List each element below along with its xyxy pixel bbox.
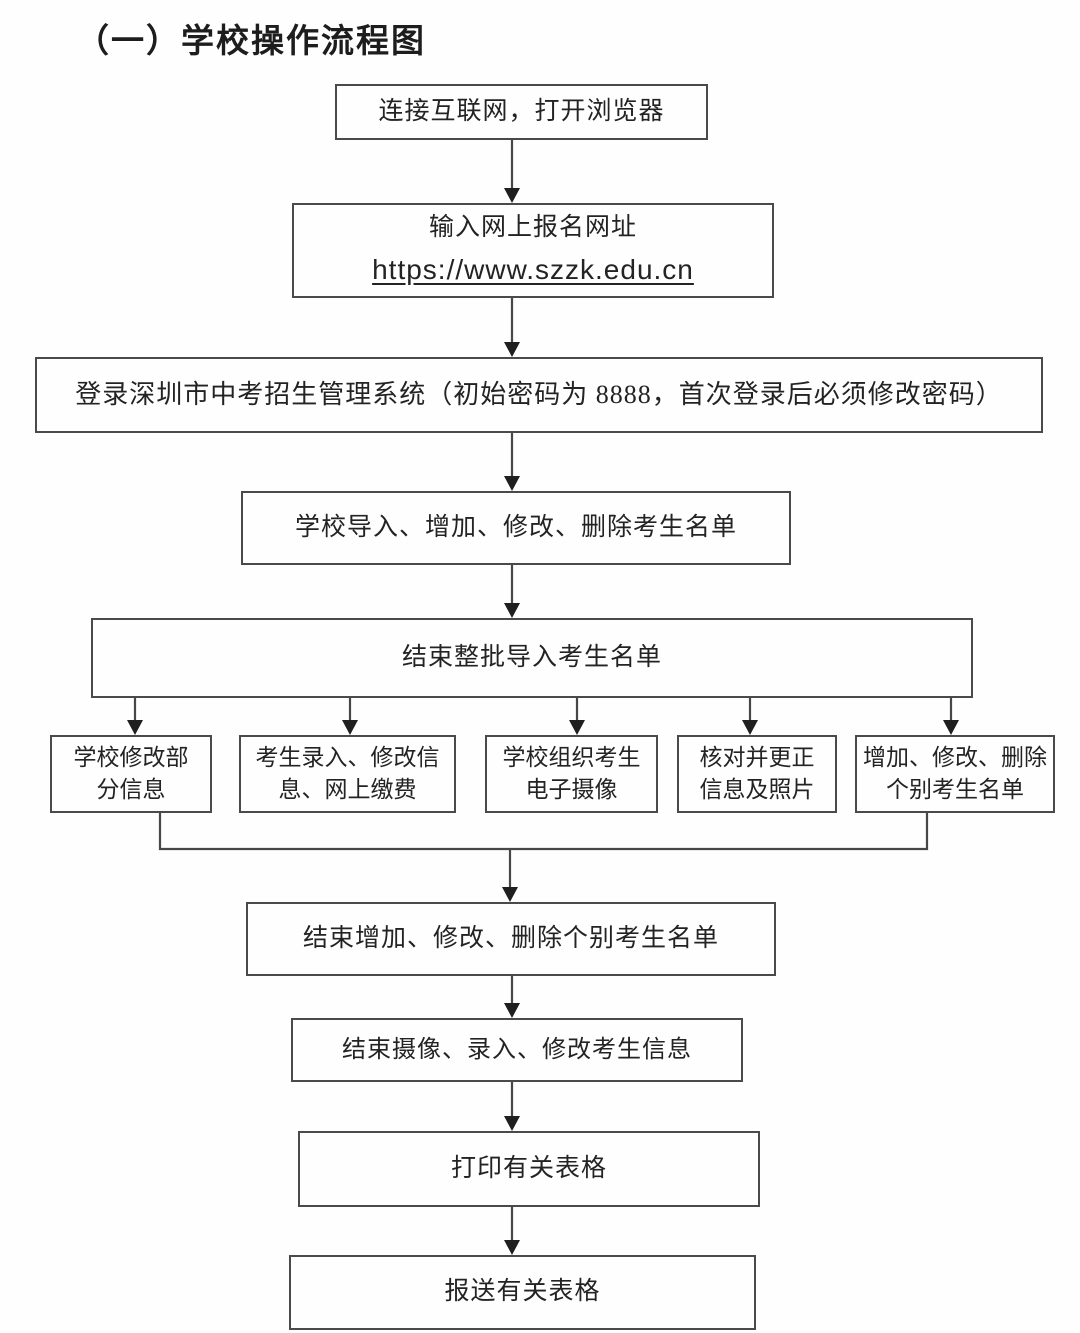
flow-arrow [569, 698, 585, 735]
flow-step-enter-registration-url: 输入网上报名网址 https://www.szzk.edu.cn [292, 203, 774, 298]
flow-step-label: 核对并更正 信息及照片 [699, 744, 815, 802]
flow-arrow [342, 698, 358, 735]
page-title: （一）学校操作流程图 [76, 24, 426, 60]
flow-arrow [504, 976, 520, 1018]
flow-step-label: 连接互联网，打开浏览器 [378, 97, 665, 125]
flow-arrow [504, 1082, 520, 1131]
flow-step-label: 结束整批导入考生名单 [401, 643, 662, 671]
branch-school-modify-partial-info: 学校修改部 分信息 [50, 735, 212, 813]
flow-step-submit-forms: 报送有关表格 [289, 1255, 756, 1330]
flow-arrow [504, 1207, 520, 1255]
branch-add-modify-delete-individual: 增加、修改、删除 个别考生名单 [855, 735, 1055, 813]
flow-step-finish-individual-list-changes: 结束增加、修改、删除个别考生名单 [246, 902, 776, 976]
flow-step-finish-batch-import: 结束整批导入考生名单 [91, 618, 973, 698]
flow-arrow [504, 433, 520, 491]
branch-candidate-entry-and-payment: 考生录入、修改信 息、网上缴费 [239, 735, 456, 813]
flow-step-label: 报送有关表格 [444, 1278, 601, 1306]
flow-step-label: 学校导入、增加、修改、删除考生名单 [294, 513, 737, 541]
flow-arrow [742, 698, 758, 735]
flow-step-import-candidate-list: 学校导入、增加、修改、删除考生名单 [241, 491, 791, 565]
flow-merge-connector [158, 813, 929, 851]
flow-arrow [943, 698, 959, 735]
branch-verify-correct-info-photo: 核对并更正 信息及照片 [677, 735, 837, 813]
flow-step-connect-internet: 连接互联网，打开浏览器 [335, 84, 708, 140]
flow-step-label: 输入网上报名网址 [428, 214, 637, 242]
flow-arrow [504, 140, 520, 203]
flow-step-label: 增加、修改、删除 个别考生名单 [863, 744, 1047, 802]
flow-step-print-forms: 打印有关表格 [298, 1131, 760, 1207]
flow-arrow [502, 849, 518, 902]
flow-step-label: 学校修改部 分信息 [73, 744, 189, 802]
flow-step-label: 结束摄像、录入、修改考生信息 [342, 1036, 692, 1063]
branch-school-organize-photo: 学校组织考生 电子摄像 [485, 735, 658, 813]
flow-step-label: 登录深圳市中考招生管理系统（初始密码为 8888，首次登录后必须修改密码） [75, 380, 1003, 410]
flow-step-label: 打印有关表格 [450, 1154, 607, 1182]
flow-step-finish-photo-entry-modify: 结束摄像、录入、修改考生信息 [291, 1018, 743, 1082]
flow-step-label: 结束增加、修改、删除个别考生名单 [302, 924, 719, 952]
flow-arrow [504, 565, 520, 618]
flow-arrow [504, 298, 520, 357]
flow-step-label: 学校组织考生 电子摄像 [502, 744, 641, 802]
flow-step-login-system: 登录深圳市中考招生管理系统（初始密码为 8888，首次登录后必须修改密码） [35, 357, 1043, 433]
registration-url-link[interactable]: https://www.szzk.edu.cn [372, 254, 694, 286]
flow-step-label: 考生录入、修改信 息、网上缴费 [255, 744, 440, 802]
flow-arrow [127, 698, 143, 735]
